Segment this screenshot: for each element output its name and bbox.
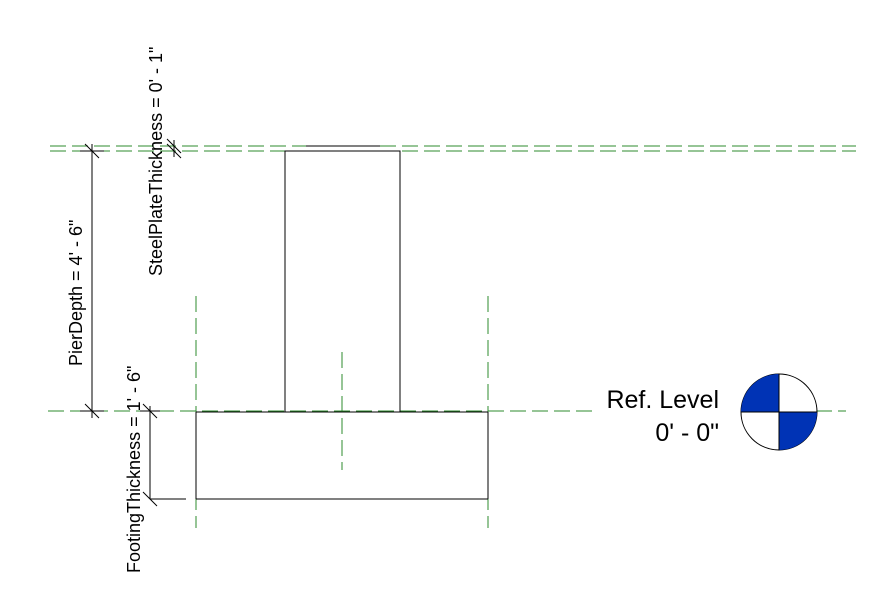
reference-planes — [48, 145, 856, 528]
dimension-steel-plate-thickness[interactable] — [166, 138, 182, 159]
dimension-pier-depth[interactable] — [80, 143, 104, 419]
level-head-icon[interactable] — [740, 373, 818, 451]
steel-plate-tick-top — [166, 138, 182, 154]
footing-thickness-label: FootingThickness = 1' - 6" — [124, 366, 144, 573]
level-ref-level[interactable]: Ref. Level 0' - 0" — [606, 373, 818, 451]
steel-plate-thickness-label: SteelPlateThickness = 0' - 1" — [146, 47, 166, 276]
geometry — [195, 145, 489, 500]
pier-depth-label: PierDepth = 4' - 6" — [66, 220, 86, 366]
dimension-footing-thickness[interactable] — [140, 403, 186, 507]
steel-plate-tick-bottom — [166, 143, 182, 159]
level-name: Ref. Level — [606, 386, 719, 414]
level-elevation: 0' - 0" — [655, 419, 719, 447]
pier-outline[interactable] — [284, 150, 401, 413]
